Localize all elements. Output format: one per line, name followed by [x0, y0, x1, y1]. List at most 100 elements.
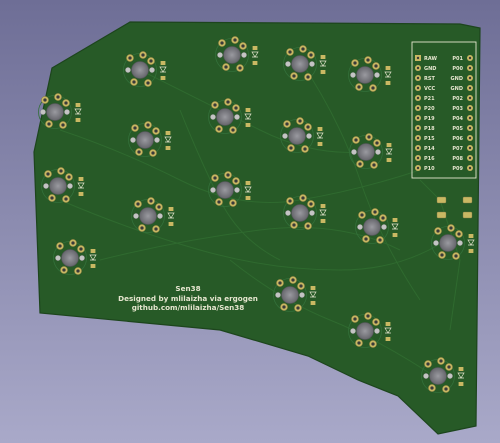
diode-silk — [77, 182, 85, 189]
diode-pad — [317, 127, 323, 131]
switch-footprint — [348, 312, 392, 348]
pad-drill — [154, 227, 158, 231]
diode-silk — [159, 66, 167, 73]
switch-mount-hole — [43, 183, 49, 189]
switch-mount-hole — [285, 61, 291, 67]
pad-drill — [430, 386, 434, 390]
diode-pad — [168, 207, 174, 211]
pad-drill — [224, 65, 228, 69]
switch-mount-hole — [350, 328, 356, 334]
pad-drill — [296, 306, 300, 310]
pad-drill — [364, 237, 368, 241]
pad-drill — [282, 305, 286, 309]
mcu-pin-label-right: P07 — [452, 146, 463, 152]
diode-silk — [74, 108, 82, 115]
pad-drill — [373, 210, 377, 214]
pad-drill — [141, 53, 145, 57]
mcu-pin-label-left: P15 — [424, 136, 435, 142]
diode-pad — [385, 322, 391, 326]
switch-mount-hole — [350, 72, 356, 78]
mcu-pin-drill — [468, 156, 472, 160]
diode-pad — [385, 81, 391, 85]
board-silkscreen-text: Sen38 Designed by mlilaizha via ergogen … — [100, 284, 276, 313]
mcu-pin-label-right: P06 — [452, 136, 463, 142]
mcu-pin-label-left: P16 — [424, 156, 435, 162]
switch-mount-hole — [299, 292, 305, 298]
switch-mount-hole — [381, 224, 387, 230]
switch-mount-hole — [275, 292, 281, 298]
switch-mount-hole — [64, 109, 70, 115]
diode-silk — [457, 372, 465, 379]
pad-drill — [309, 202, 313, 206]
pad-drill — [241, 44, 245, 48]
mcu-pin-label-right: P04 — [452, 116, 463, 122]
mcu-pin-drill — [468, 136, 472, 140]
mcu-pin-drill — [468, 96, 472, 100]
mcu-pin-label-left: P19 — [424, 116, 435, 122]
pad-drill — [457, 232, 461, 236]
pad-drill — [231, 128, 235, 132]
pad-drill — [154, 129, 158, 133]
mcu-pin-drill — [416, 116, 420, 120]
pad-drill — [64, 101, 68, 105]
switch-mount-hole — [157, 213, 163, 219]
pad-drill — [367, 135, 371, 139]
pad-drill — [444, 387, 448, 391]
diode-silk — [244, 113, 252, 120]
pad-drill — [43, 98, 47, 102]
mcu-pin-label-left: P10 — [424, 166, 435, 172]
pad-drill — [381, 216, 385, 220]
pad-drill — [353, 317, 357, 321]
mcu-pin-drill — [468, 86, 472, 90]
switch-mount-hole — [309, 210, 315, 216]
pad-drill — [366, 58, 370, 62]
switch-footprint — [349, 133, 393, 169]
switch-center-hole — [439, 234, 457, 252]
diode-pad — [78, 177, 84, 181]
pad-drill — [439, 359, 443, 363]
mcu-pin-label-right: P00 — [452, 66, 463, 72]
switch-footprint — [273, 276, 317, 312]
switch-mount-hole — [154, 137, 160, 143]
pad-drill — [372, 163, 376, 167]
switch-footprint — [123, 51, 167, 87]
diode-silk — [316, 132, 324, 139]
pad-drill — [136, 202, 140, 206]
pad-drill — [220, 41, 224, 45]
switch-footprint — [208, 98, 252, 134]
pad-drill — [128, 56, 132, 60]
mcu-pin-label-right: P05 — [452, 126, 463, 132]
switch-mount-hole — [234, 187, 240, 193]
switch-mount-hole — [67, 183, 73, 189]
pcb-board-outline — [33, 21, 481, 435]
diode-silk — [167, 212, 175, 219]
pad-drill — [306, 224, 310, 228]
pad-drill — [289, 146, 293, 150]
diode-silk — [309, 291, 317, 298]
diode-pad — [90, 264, 96, 268]
mcu-pin-drill — [468, 106, 472, 110]
mcu-pin-label-right: P03 — [452, 106, 463, 112]
mcu-pin-label-right: P02 — [452, 96, 463, 102]
diode-silk — [391, 223, 399, 230]
mcu-pin-drill — [468, 166, 472, 170]
pad-drill — [360, 213, 364, 217]
diode-pad — [245, 196, 251, 200]
switch-mount-hole — [423, 373, 429, 379]
pad-drill — [366, 314, 370, 318]
diode-pad — [468, 234, 474, 238]
mcu-pin-drill — [468, 66, 472, 70]
pad-drill — [358, 162, 362, 166]
diode-pad — [392, 218, 398, 222]
pad-drill — [146, 81, 150, 85]
switch-center-hole — [131, 61, 149, 79]
pad-drill — [378, 238, 382, 242]
diode-pad — [320, 55, 326, 59]
diode-pad — [90, 249, 96, 253]
switch-center-hole — [216, 108, 234, 126]
switch-mount-hole — [433, 240, 439, 246]
pad-drill — [64, 197, 68, 201]
pad-drill — [291, 278, 295, 282]
switch-footprint — [53, 239, 97, 275]
diode-pad — [252, 61, 258, 65]
